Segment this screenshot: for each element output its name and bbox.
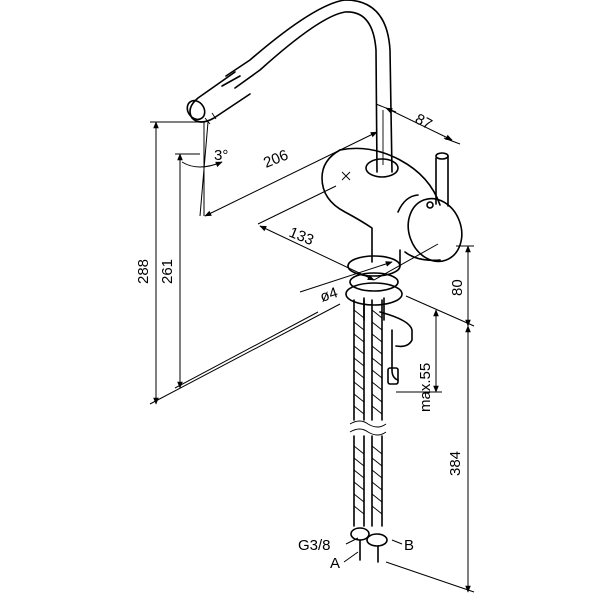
label-max-55: max.55 — [417, 363, 434, 412]
hose-nut-b — [366, 533, 388, 547]
label-tilt-angle: 3° — [214, 147, 228, 164]
label-261: 261 — [159, 259, 176, 284]
label-b: B — [404, 537, 414, 554]
hose-nut-a — [350, 527, 370, 541]
spout-collar — [365, 158, 399, 178]
label-a: A — [330, 555, 340, 572]
handle-cylinder — [407, 197, 463, 263]
spout-tube-front — [225, 0, 393, 173]
faucet-outline — [186, 0, 463, 563]
body-cross-mark — [341, 171, 351, 181]
label-288: 288 — [135, 259, 152, 284]
label-80: 80 — [449, 279, 466, 296]
body-left — [321, 149, 373, 263]
hoses-lower — [353, 435, 383, 527]
hoses-upper — [353, 299, 383, 421]
label-87: 87 — [412, 111, 435, 134]
label-206: 206 — [261, 147, 291, 172]
dimension-labels: 288 261 3° 206 87 133 ø4 80 max.55 384 G… — [135, 111, 466, 572]
label-hole-diameter: ø4 — [318, 284, 340, 306]
label-g38: G3/8 — [298, 537, 331, 554]
mounting-bracket — [379, 311, 413, 348]
spray-head — [189, 71, 251, 123]
dimension-lines — [149, 103, 475, 593]
label-133: 133 — [287, 224, 317, 249]
spout-tube-back — [234, 11, 378, 173]
label-384: 384 — [447, 451, 464, 476]
base-ring-bottom — [345, 282, 403, 306]
spray-nozzle — [186, 99, 206, 121]
handle-lever — [435, 155, 449, 207]
body-top — [339, 147, 441, 206]
